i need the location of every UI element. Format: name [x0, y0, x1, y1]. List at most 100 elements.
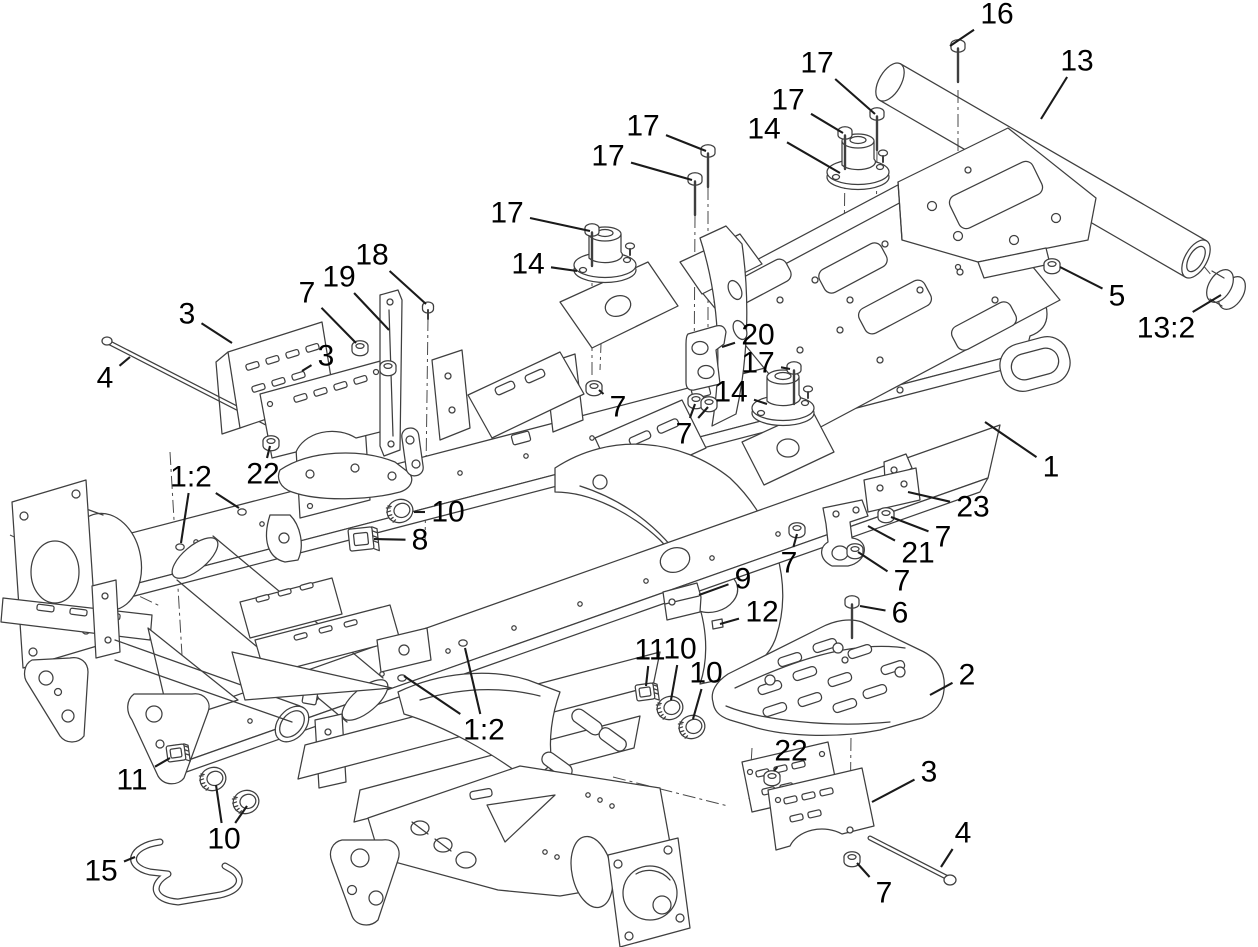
callout-label: 22 [246, 458, 279, 491]
leader-line [463, 647, 482, 715]
callout-label: 3 [179, 298, 196, 331]
leader-line [234, 805, 248, 824]
callout-label: 19 [322, 261, 355, 294]
callout-label: 4 [955, 817, 972, 850]
nut-7 [585, 380, 603, 397]
callout-label: 11 [634, 634, 665, 667]
callout-label: 14 [511, 248, 544, 281]
leader-line [373, 537, 406, 541]
leader-line [890, 516, 929, 533]
leader-line [721, 341, 736, 348]
nut-5 [1043, 258, 1061, 275]
foot-pad [711, 619, 945, 737]
leader-line [388, 270, 427, 305]
tube-cap [1206, 269, 1246, 310]
leader-line [200, 322, 233, 344]
callout-label: 10 [689, 657, 722, 690]
callout-label: 7 [781, 547, 798, 580]
grommet-10 [196, 763, 230, 795]
rear-lift-tube [875, 62, 1246, 310]
leader-line [1040, 76, 1068, 120]
match-hole-1-2 [237, 508, 247, 516]
leader-line [630, 161, 693, 182]
leader-line [691, 688, 703, 720]
leader-line [940, 848, 954, 868]
leader-line [792, 533, 799, 548]
leader-line [320, 307, 357, 344]
leader-line [984, 421, 1038, 458]
nut-22 [763, 770, 781, 787]
leader-line [403, 675, 461, 715]
cross-members [431, 349, 835, 685]
mount-brackets-upper [101, 289, 403, 459]
callout-label: 7 [935, 521, 952, 554]
callout-label: 10 [207, 823, 240, 856]
callout-label: 10 [663, 633, 696, 666]
callout-label: 13:2 [1137, 312, 1195, 345]
grommet-10 [675, 711, 709, 743]
rod-head [943, 874, 957, 886]
caster-plate [329, 839, 400, 926]
callout-label: 7 [676, 418, 693, 451]
leader-line [265, 445, 272, 459]
mount-brackets-lower [741, 741, 957, 886]
bottom-subframe [297, 651, 691, 947]
leader-line [780, 366, 791, 371]
leader-line [123, 856, 136, 863]
nut-7 [846, 543, 864, 560]
bolt-16 [949, 38, 967, 84]
callout-label: 1:2 [170, 461, 212, 494]
callout-label: 16 [980, 0, 1013, 31]
curved-bracket [277, 452, 413, 500]
callout-label: 7 [876, 877, 893, 910]
rod-head [101, 336, 113, 346]
grommet-10 [229, 786, 263, 818]
leader-line [215, 492, 240, 509]
leader-line [773, 766, 779, 772]
callout-label: 5 [1109, 280, 1126, 313]
nut-22 [262, 435, 280, 452]
leader-line [929, 681, 954, 696]
callout-label: 17 [490, 197, 523, 230]
nut-7 [351, 340, 369, 357]
leader-lines [118, 28, 1222, 878]
callout-label: 17 [800, 47, 833, 80]
leader-line [214, 784, 223, 824]
leader-line [154, 757, 171, 768]
leader-line [688, 403, 696, 419]
callout-label: 6 [892, 597, 909, 630]
leader-line [1059, 266, 1103, 290]
callout-label: 18 [355, 239, 388, 272]
leader-line [867, 525, 896, 542]
nut-7 [379, 360, 397, 377]
callout-label: 22 [774, 735, 807, 768]
leader-line [859, 604, 886, 612]
leader-line [550, 266, 578, 273]
pin-12 [711, 618, 724, 630]
leader-line [118, 356, 131, 367]
front-axle-assembly [0, 479, 451, 789]
leader-line [949, 28, 975, 47]
bracket-20 [685, 325, 727, 391]
callout-label: 15 [84, 855, 117, 888]
callout-label: 8 [412, 524, 429, 557]
screw-18 [421, 301, 435, 320]
leader-line [598, 389, 605, 395]
callout-label: 13 [1060, 45, 1093, 78]
leader-line [529, 216, 591, 233]
callout-label: 10 [431, 496, 464, 529]
leader-line [1192, 294, 1222, 313]
leader-line [719, 617, 740, 626]
match-hole-1-2 [175, 543, 185, 551]
callout-label: 4 [97, 362, 114, 395]
callout-label: 14 [714, 376, 747, 409]
leader-line [907, 490, 951, 503]
callout-labels: 1613513:21717141717171418197334221:21082… [84, 0, 1195, 910]
leader-line [871, 778, 915, 803]
callout-label: 1 [1043, 451, 1060, 484]
leader-line [665, 134, 707, 152]
caster-plate [23, 656, 89, 743]
leader-line [753, 398, 768, 405]
